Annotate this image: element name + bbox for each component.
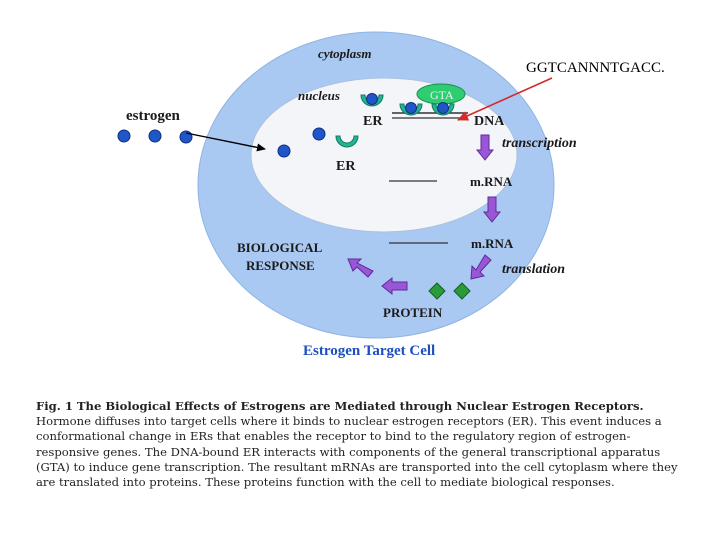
er-label-top: ER — [363, 114, 383, 129]
translation-label: translation — [502, 262, 565, 277]
estrogen-molecule — [312, 127, 326, 141]
transcription-arrow — [475, 134, 495, 161]
export-arrow — [482, 196, 502, 223]
cell-title: Estrogen Target Cell — [303, 343, 435, 359]
estrogen-molecule — [148, 129, 162, 143]
dna-label: DNA — [474, 114, 505, 129]
estrogen-molecule — [277, 144, 291, 158]
response-element-sequence: GGTCANNNTGACC. — [526, 60, 665, 76]
protein-shape — [428, 282, 446, 300]
gta-label: GTA — [430, 88, 454, 102]
estrogen-molecule — [117, 129, 131, 143]
transcription-label: transcription — [502, 136, 577, 151]
protein-label: PROTEIN — [383, 305, 443, 320]
estrogen-molecule — [179, 130, 193, 144]
biological-response-label-line1: BIOLOGICAL — [237, 240, 323, 255]
biological-response-label-line2: RESPONSE — [246, 258, 315, 273]
er-label-bottom: ER — [336, 159, 356, 174]
protein-shape — [453, 282, 471, 300]
caption-body: Hormone diffuses into target cells where… — [36, 414, 678, 490]
estrogen-entry-arrow — [185, 132, 266, 152]
figure-caption: Fig. 1 The Biological Effects of Estroge… — [36, 399, 688, 490]
nucleus-region — [250, 77, 518, 233]
caption-title: Fig. 1 The Biological Effects of Estroge… — [36, 399, 644, 413]
dna-bound-receptor-right — [431, 102, 455, 116]
translation-arrow — [470, 254, 492, 280]
estrogen-receptor-bottom — [335, 135, 359, 148]
estrogen-label: estrogen — [126, 108, 181, 124]
mrna-nuclear-label: m.RNA — [470, 174, 513, 189]
sequence-pointer-arrow — [457, 77, 553, 121]
dna-bound-receptor-left — [399, 102, 423, 116]
nucleus-label: nucleus — [298, 88, 340, 103]
protein-to-response-arrow — [381, 276, 408, 296]
mrna-cyto-label: m.RNA — [471, 236, 514, 251]
response-arrow — [347, 258, 374, 278]
estrogen-receptor-top — [360, 93, 384, 107]
cytoplasm-label: cytoplasm — [318, 46, 371, 61]
